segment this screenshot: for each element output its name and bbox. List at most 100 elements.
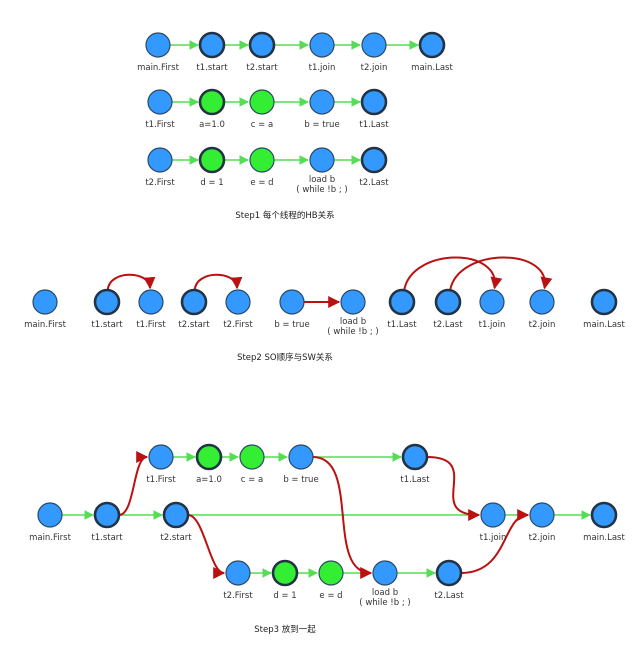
node-s3-load: load b( while !b ; )	[359, 560, 411, 608]
node-circle	[198, 88, 226, 116]
nodes-layer: main.First t1.start t2.start t1.join t2.join…	[24, 31, 625, 608]
node-label: t2.First	[223, 320, 253, 330]
node-label: main.First	[29, 533, 71, 543]
sync-edge-s3-t1-last-to-s3-t1-join	[426, 456, 481, 521]
node-label: t2.join	[529, 533, 556, 543]
node-s2-t1-join: t1.join	[479, 289, 506, 330]
node-circle	[360, 88, 388, 116]
node-s2-t2-first: t2.First	[223, 289, 253, 330]
node-s2-b: b = true	[274, 289, 310, 330]
node-label: e = d	[250, 178, 273, 188]
node-label: b = true	[304, 120, 339, 130]
node-circle	[309, 89, 335, 115]
node-label: c = a	[251, 120, 273, 130]
node-circle	[147, 147, 173, 173]
node-circle	[198, 146, 226, 174]
node-circle	[318, 560, 344, 586]
node-label: t2.Last	[359, 178, 389, 188]
node-label: main.First	[137, 63, 179, 73]
sync-edge-s3-t1-start-to-s3-t1-first	[118, 451, 149, 516]
sync-edge-s2-t1-start-to-s2-t1-first	[106, 273, 156, 291]
node-label: a=1.0	[199, 120, 225, 130]
node-circle	[162, 501, 190, 529]
node-label: main.Last	[583, 320, 625, 330]
node-label: load b	[309, 175, 335, 185]
step3-caption: Step3 放到一起	[254, 624, 316, 635]
node-s3-a: a=1.0	[195, 443, 223, 485]
node-s2-load: load b( while !b ; )	[327, 289, 379, 337]
node-circle	[93, 501, 121, 529]
node-label: a=1.0	[196, 475, 222, 485]
node-s2-main-first: main.First	[24, 289, 67, 330]
node-circle	[590, 288, 618, 316]
node-circle	[480, 502, 506, 528]
node-label: e = d	[319, 591, 342, 601]
node-circle	[340, 289, 366, 315]
node-s3-d: d = 1	[271, 559, 299, 601]
node-s1-e: e = d	[249, 147, 275, 188]
node-circle	[529, 289, 555, 315]
node-label: load b	[372, 588, 398, 598]
node-label: t1.join	[479, 320, 506, 330]
node-circle	[434, 288, 462, 316]
node-label: load b	[340, 317, 366, 327]
node-s3-t1-start: t1.start	[91, 501, 123, 543]
node-circle	[271, 559, 299, 587]
node-circle	[195, 443, 223, 471]
node-label-line2: ( while !b ; )	[327, 327, 378, 337]
sync-edge-s2-t2-start-to-s2-t2-first	[193, 273, 243, 291]
node-label-line2: ( while !b ; )	[359, 598, 410, 608]
node-s1-load: load b( while !b ; )	[296, 147, 348, 195]
node-label: t1.start	[91, 533, 123, 543]
node-s1-t1-first: t1.First	[145, 89, 175, 130]
node-circle	[401, 443, 429, 471]
node-label: c = a	[241, 475, 263, 485]
node-s2-t1-first: t1.First	[136, 289, 166, 330]
node-label: d = 1	[200, 178, 223, 188]
node-label: t2.Last	[434, 591, 464, 601]
node-label: t1.Last	[359, 120, 389, 130]
node-label: t1.Last	[387, 320, 417, 330]
node-circle	[93, 288, 121, 316]
node-circle	[279, 289, 305, 315]
node-s1-main-first: main.First	[137, 32, 180, 73]
node-s1-t1-start: t1.start	[196, 31, 228, 73]
node-circle	[37, 502, 63, 528]
node-s2-t2-start: t2.start	[178, 288, 210, 330]
node-label: t1.join	[309, 63, 336, 73]
node-label: t1.Last	[400, 475, 430, 485]
node-s1-t2-last: t2.Last	[359, 146, 389, 188]
node-circle	[249, 147, 275, 173]
captions-layer: Step1 每个线程的HB关系 Step2 SO顺序与SW关系 Step3 放到…	[235, 210, 334, 635]
node-circle	[529, 502, 555, 528]
node-s1-t2-start: t2.start	[246, 31, 278, 73]
sync-edge-s3-t2-start-to-s3-t2-first	[187, 514, 226, 579]
sync-edge-s3-b-to-s3-load	[312, 456, 373, 579]
node-label-line2: ( while !b ; )	[296, 185, 347, 195]
node-circle	[248, 31, 276, 59]
node-circle	[288, 444, 314, 470]
edges-layer	[62, 40, 591, 579]
node-label: t2.First	[223, 591, 253, 601]
sync-edge-s2-t1-last-to-s2-t1-join	[403, 256, 503, 291]
node-label: t2.First	[145, 178, 175, 188]
node-circle	[32, 289, 58, 315]
node-s3-b: b = true	[283, 444, 319, 485]
node-label: t2.start	[246, 63, 278, 73]
node-label: t1.join	[480, 533, 507, 543]
node-label: t1.First	[145, 120, 175, 130]
step1-caption: Step1 每个线程的HB关系	[235, 210, 334, 221]
node-s1-t1-join: t1.join	[309, 32, 336, 73]
node-s3-main-last: main.Last	[583, 501, 625, 543]
node-s2-t1-last: t1.Last	[387, 288, 417, 330]
node-s1-d: d = 1	[198, 146, 226, 188]
node-circle	[309, 32, 335, 58]
node-s1-c: c = a	[249, 89, 275, 130]
node-circle	[249, 89, 275, 115]
node-s2-t2-last: t2.Last	[433, 288, 463, 330]
node-s1-b: b = true	[304, 89, 340, 130]
node-s3-t2-first: t2.First	[223, 560, 253, 601]
node-circle	[180, 288, 208, 316]
node-circle	[361, 32, 387, 58]
